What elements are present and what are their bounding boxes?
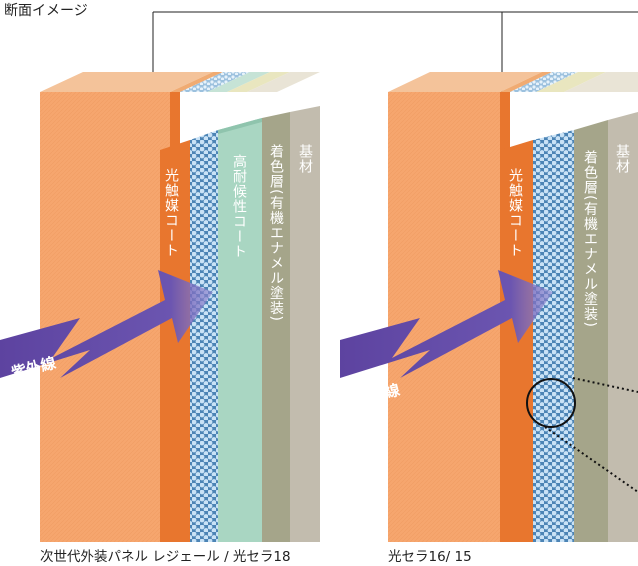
r-layer-photocatalyst [500,140,533,542]
zoom-line-top [572,377,638,393]
magnifier-circle [526,378,576,428]
label-base-left: 基材 [297,144,313,174]
left-panel-block [0,72,320,542]
zoom-line-bottom [544,426,638,493]
layer-color [262,112,290,542]
label-weather-coat: 高耐候性コート [231,154,247,259]
caption-right: 光セラ16/ 15 [388,549,472,565]
r-layer-dots [533,130,574,542]
r-layer-base [608,112,638,542]
layer-dots [190,130,218,542]
layer-base [290,106,320,542]
label-color-layer-left: 着色層(有機エナメル塗装) [268,144,284,322]
layer-weather-coat [218,118,262,542]
diagram-title: 断面イメージ [4,3,88,19]
label-photocatalyst-left: 光触媒コート [163,168,179,258]
label-base-right: 基材 [614,144,630,174]
right-panel-block [340,72,638,542]
uv-arrow-left [0,270,213,378]
r-layer-color [574,120,608,542]
caption-left: 次世代外装パネル レジェール / 光セラ18 [40,549,291,565]
layer-photocatalyst [160,140,190,542]
label-photocatalyst-right: 光触媒コート [507,168,523,258]
top-face-front [40,72,213,92]
label-color-layer-right: 着色層(有機エナメル塗装) [582,150,598,328]
uv-arrow-right [340,270,553,378]
